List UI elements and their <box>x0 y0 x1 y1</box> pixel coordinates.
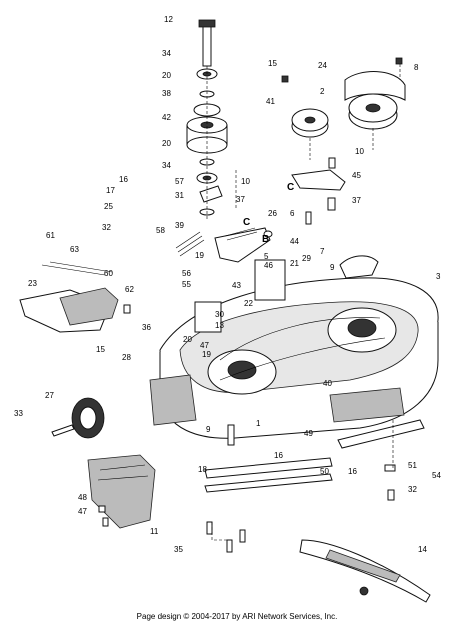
part-label: 37 <box>236 195 245 204</box>
idler-assembly <box>175 227 286 333</box>
part-label: 36 <box>142 323 151 332</box>
right-pulleys <box>281 57 406 225</box>
part-label: 32 <box>102 223 111 232</box>
part-label: 5 <box>264 252 269 261</box>
part-label: 13 <box>215 321 224 330</box>
part-label: 48 <box>78 493 87 502</box>
part-label: 10 <box>355 147 364 156</box>
part-label: 54 <box>432 471 441 480</box>
part-label: 19 <box>195 251 204 260</box>
part-label: 34 <box>162 161 171 170</box>
part-label: 37 <box>352 196 361 205</box>
part-label: 42 <box>162 113 171 122</box>
part-label: 51 <box>408 461 417 470</box>
part-label: 6 <box>290 209 295 218</box>
part-label: 27 <box>45 391 54 400</box>
mower-deck-housing <box>149 255 439 439</box>
part-label: 63 <box>70 245 79 254</box>
part-label: 57 <box>175 177 184 186</box>
part-label: 20 <box>162 139 171 148</box>
letter-callouts: C C B <box>243 182 294 245</box>
hardware-bolts <box>206 521 246 553</box>
part-label: 9 <box>330 263 335 272</box>
part-label: 24 <box>318 61 327 70</box>
part-label: 41 <box>266 97 275 106</box>
part-label: 47 <box>200 341 209 350</box>
callout-c-right: C <box>287 182 294 193</box>
part-label: 2 <box>320 87 325 96</box>
part-label: 61 <box>46 231 55 240</box>
discharge-chute <box>19 261 131 333</box>
part-label: 11 <box>150 527 159 536</box>
part-label: 29 <box>302 254 311 263</box>
part-label: 46 <box>264 261 273 270</box>
part-label: 1 <box>256 419 261 428</box>
callout-b: B <box>262 234 269 245</box>
part-label: 15 <box>96 345 105 354</box>
part-label: 40 <box>323 379 332 388</box>
part-label: 22 <box>244 299 253 308</box>
part-label: 10 <box>241 177 250 186</box>
part-label: 33 <box>14 409 23 418</box>
part-label: 3 <box>436 272 441 281</box>
part-label: 20 <box>162 71 171 80</box>
part-label: 16 <box>348 467 357 476</box>
part-label: 50 <box>320 467 329 476</box>
part-label: 7 <box>320 247 325 256</box>
part-label: 45 <box>352 171 361 180</box>
callout-c-left: C <box>243 217 250 228</box>
discharge-shield <box>87 454 156 529</box>
part-label: 20 <box>183 335 192 344</box>
part-label: 16 <box>119 175 128 184</box>
part-label: 56 <box>182 269 191 278</box>
part-label: 38 <box>162 89 171 98</box>
part-label: 39 <box>175 221 184 230</box>
part-label: 35 <box>174 545 183 554</box>
part-label: 58 <box>156 226 165 235</box>
part-label: 26 <box>268 209 277 218</box>
part-label: 17 <box>106 186 115 195</box>
part-label: 8 <box>414 63 419 72</box>
part-label: 19 <box>202 350 211 359</box>
part-label: 14 <box>418 545 427 554</box>
part-label: 43 <box>232 281 241 290</box>
part-label: 18 <box>198 465 207 474</box>
gauge-wheel <box>51 397 105 439</box>
copyright-footer: Page design © 2004-2017 by ARI Network S… <box>136 612 338 621</box>
part-label: 60 <box>104 269 113 278</box>
part-label: 30 <box>215 310 224 319</box>
part-label: 12 <box>164 15 173 24</box>
part-label: 23 <box>28 279 37 288</box>
part-label: 49 <box>304 429 313 438</box>
part-label: 15 <box>268 59 277 68</box>
part-label: 28 <box>122 353 131 362</box>
part-label: 31 <box>175 191 184 200</box>
mower-blade <box>299 539 431 603</box>
part-label: 47 <box>78 507 87 516</box>
part-label: 21 <box>290 259 299 268</box>
part-label: 16 <box>274 451 283 460</box>
part-label: 34 <box>162 49 171 58</box>
part-label: 44 <box>290 237 299 246</box>
part-labels: 12 34 20 38 42 20 34 57 31 37 15 24 8 2 … <box>14 15 441 554</box>
part-label: 32 <box>408 485 417 494</box>
part-label: 62 <box>125 285 134 294</box>
lower-baffles <box>204 419 425 501</box>
part-label: 55 <box>182 280 191 289</box>
dashed-guides <box>206 64 401 470</box>
part-label: 9 <box>206 425 211 434</box>
part-label: 25 <box>104 202 113 211</box>
